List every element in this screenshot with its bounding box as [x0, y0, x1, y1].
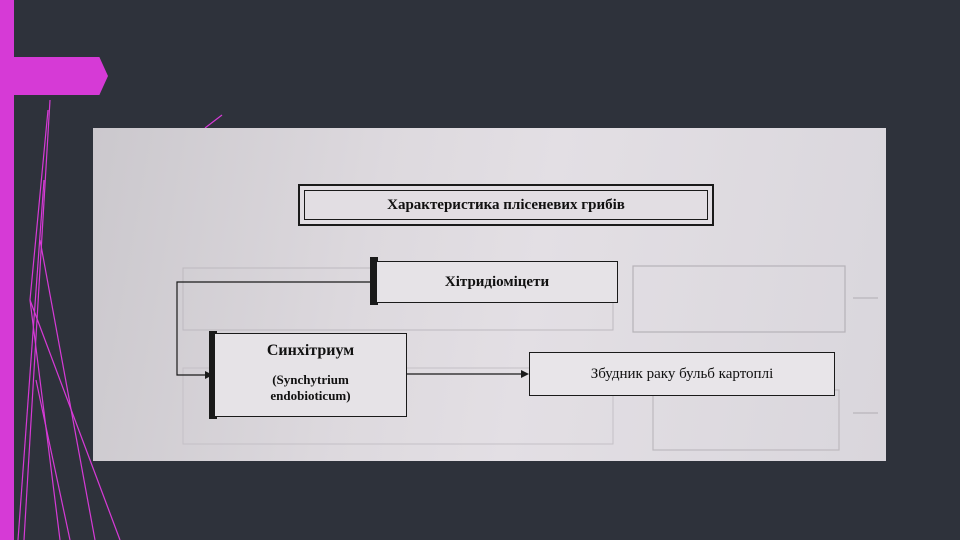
- synchytrium-latin-line2: endobioticum): [215, 388, 406, 404]
- synchytrium-latin-line1: (Synchytrium: [215, 372, 406, 388]
- synchytrium-box: Синхітриум (Synchytrium endobioticum): [214, 333, 407, 417]
- chytridiomycetes-box: Хітридіоміцети: [376, 261, 618, 303]
- diagram-title-box: Характеристика плісеневих грибів: [298, 184, 714, 226]
- diagram-title: Характеристика плісеневих грибів: [304, 190, 708, 220]
- scanned-diagram-photo: Характеристика плісеневих грибів Хітриді…: [93, 128, 886, 461]
- synchytrium-name: Синхітриум: [215, 342, 406, 360]
- synchytrium-latin: (Synchytrium endobioticum): [215, 372, 406, 404]
- potato-wart-pathogen-box: Збудник раку бульб картоплі: [529, 352, 835, 396]
